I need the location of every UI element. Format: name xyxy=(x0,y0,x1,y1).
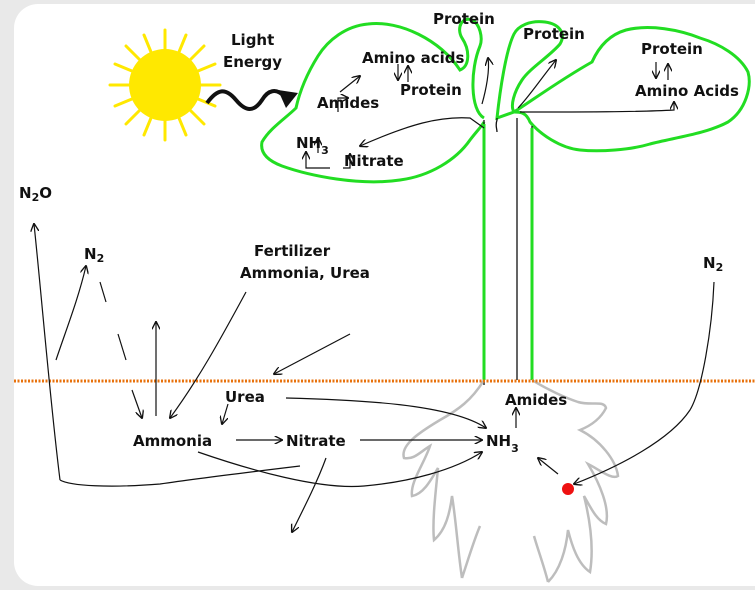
ammonia-label: Ammonia xyxy=(133,432,212,450)
plant-stem xyxy=(484,118,532,385)
nh3-leaf-label: NH3 xyxy=(296,134,329,157)
protein-right-label: Protein xyxy=(641,40,703,58)
n2-right-label: N2 xyxy=(703,254,723,274)
fertilizer-detail-label: Ammonia, Urea xyxy=(240,264,370,282)
protein-stem-label: Protein xyxy=(523,25,585,43)
diagram-panel: Light Energy Protein Protein Protein Ami… xyxy=(14,4,755,586)
light-energy-wave xyxy=(207,91,284,109)
nitrogen-cycle-diagram: Light Energy Protein Protein Protein Ami… xyxy=(14,4,755,586)
urea-label: Urea xyxy=(225,388,265,406)
n2o-label: N2O xyxy=(19,184,52,204)
amino-acids-right-label: Amino Acids xyxy=(635,82,739,100)
nitrate-leaf-label: Nitrate xyxy=(344,152,404,170)
protein-top-label: Protein xyxy=(433,10,495,28)
sun-icon xyxy=(110,30,220,140)
n2-left-label: N2 xyxy=(84,245,104,265)
fertilizer-label: Fertilizer xyxy=(254,242,331,260)
energy-label: Energy xyxy=(223,53,282,71)
light-energy-arrowhead xyxy=(278,90,298,108)
nh3-root-label: NH3 xyxy=(486,432,519,455)
light-label: Light xyxy=(231,31,274,49)
nodule-bacteria-dot xyxy=(562,483,574,495)
amino-acids-left-label: Amino acids xyxy=(362,49,464,67)
amides-root-label: Amides xyxy=(505,391,567,409)
nitrate-soil-label: Nitrate xyxy=(286,432,346,450)
amides-leaf-label: Amides xyxy=(317,94,379,112)
stem-green-edges xyxy=(484,124,532,380)
diagram-labels: Light Energy Protein Protein Protein Ami… xyxy=(19,10,739,455)
protein-left-leaf-label: Protein xyxy=(400,81,462,99)
